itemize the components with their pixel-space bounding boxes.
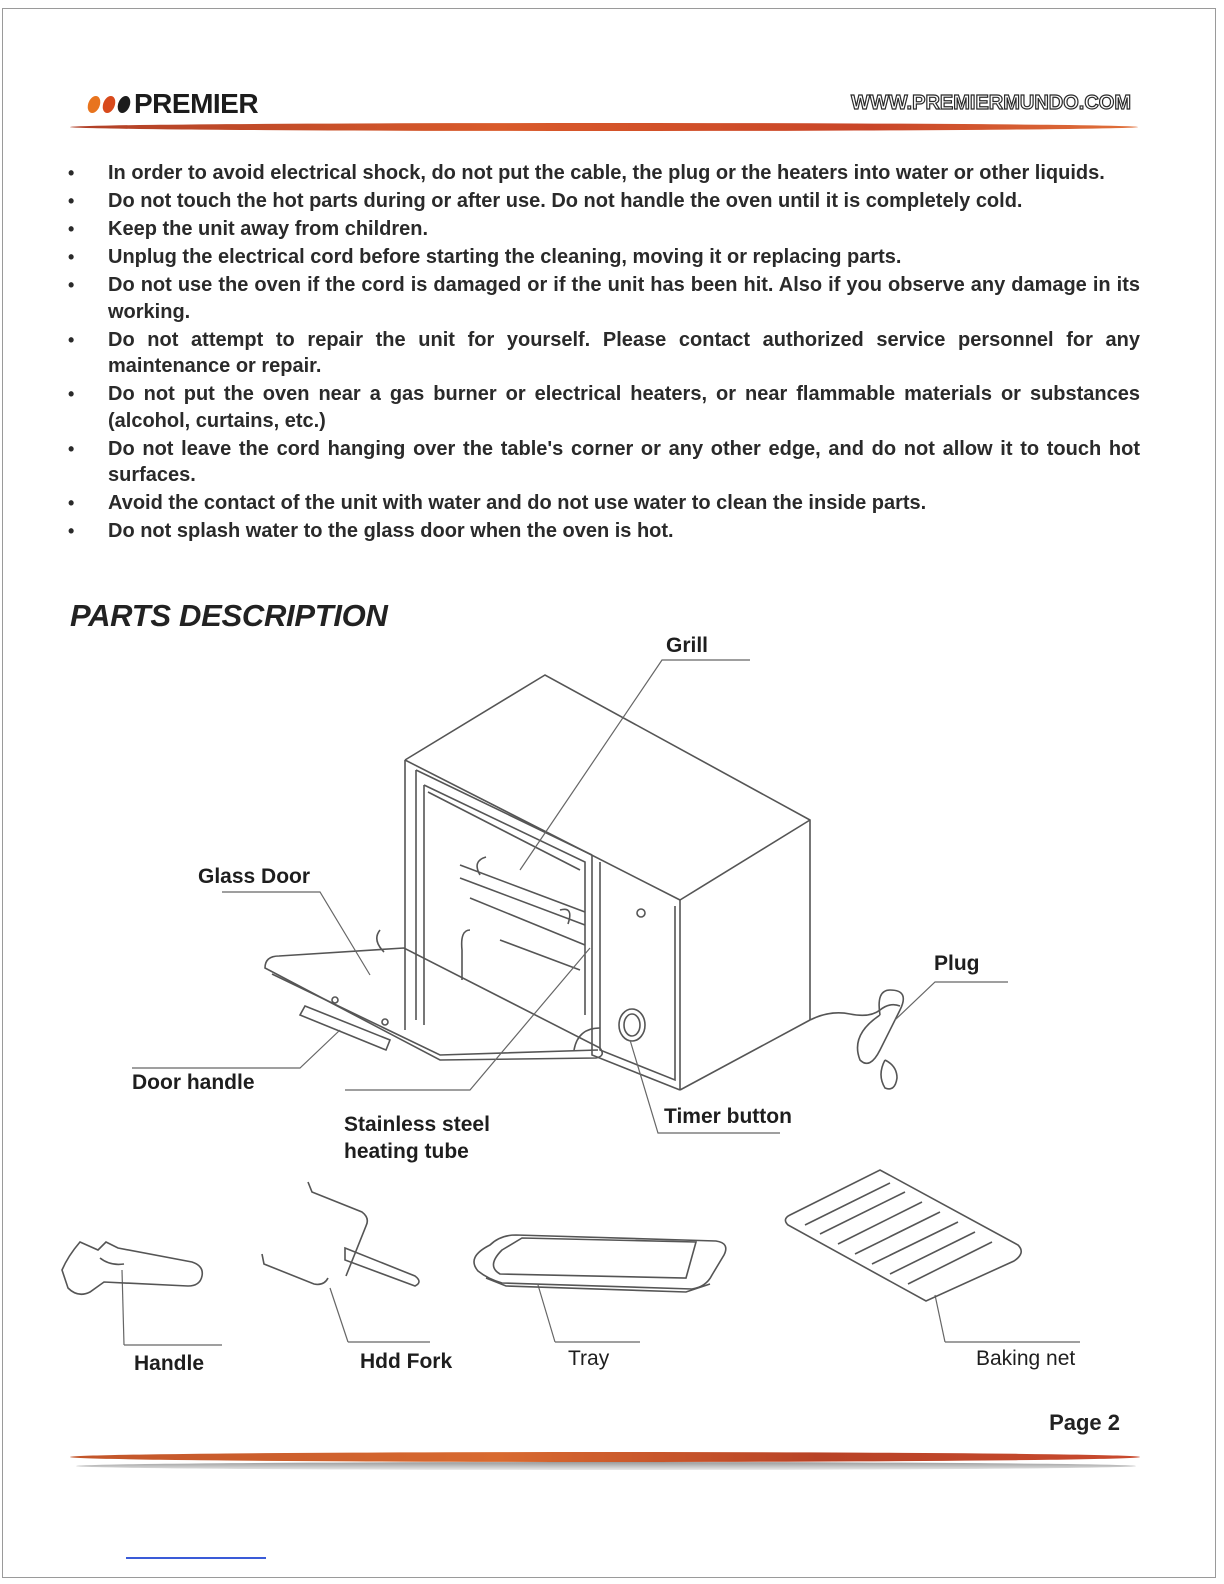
list-item: Unplug the electrical cord before starti… bbox=[68, 244, 1140, 271]
list-item: Avoid the contact of the unit with water… bbox=[68, 490, 1140, 517]
premier-logo: PREMIER bbox=[86, 88, 259, 120]
parts-diagram: Grill Glass Door Plug Door handle Stainl… bbox=[0, 630, 1224, 1390]
page-number: Page 2 bbox=[1049, 1410, 1120, 1435]
tray-accessory bbox=[473, 1234, 727, 1293]
oven-illustration bbox=[61, 659, 1080, 1346]
list-item: Do not touch the hot parts during or aft… bbox=[68, 188, 1140, 215]
oven-door bbox=[264, 929, 604, 1061]
fork-accessory bbox=[261, 1181, 420, 1287]
label-grill: Grill bbox=[666, 634, 709, 657]
list-item: Do not attempt to repair the unit for yo… bbox=[68, 327, 1140, 380]
label-door-handle: Door handle bbox=[132, 1071, 255, 1094]
label-glass-door: Glass Door bbox=[198, 865, 311, 888]
label-handle: Handle bbox=[134, 1352, 205, 1375]
label-plug: Plug bbox=[934, 952, 980, 975]
footer-rule bbox=[70, 1452, 1140, 1462]
list-item: In order to avoid electrical shock, do n… bbox=[68, 160, 1140, 187]
label-tray: Tray bbox=[568, 1347, 610, 1370]
label-baking-net: Baking net bbox=[976, 1347, 1076, 1370]
handle-accessory bbox=[61, 1241, 204, 1296]
list-item: Do not splash water to the glass door wh… bbox=[68, 518, 1140, 545]
brand-name: PREMIER bbox=[134, 88, 259, 119]
list-item: Do not leave the cord hanging over the t… bbox=[68, 436, 1140, 489]
label-fork: Hdd Fork bbox=[360, 1350, 453, 1373]
list-item: Do not put the oven near a gas burner or… bbox=[68, 381, 1140, 434]
safety-rules-list: In order to avoid electrical shock, do n… bbox=[68, 160, 1140, 546]
footer-rule-shadow bbox=[76, 1462, 1136, 1470]
website-url[interactable]: WWW.PREMIERMUNDO.COM bbox=[850, 91, 1131, 114]
page-border bbox=[2, 8, 1216, 1578]
list-item: Do not use the oven if the cord is damag… bbox=[68, 272, 1140, 325]
label-heating-tube-1: Stainless steel bbox=[344, 1113, 490, 1136]
plug-cord bbox=[809, 989, 905, 1090]
oven-body bbox=[404, 674, 811, 1091]
label-heating-tube-2: heating tube bbox=[344, 1140, 469, 1163]
label-timer-button: Timer button bbox=[664, 1105, 792, 1128]
list-item: Keep the unit away from children. bbox=[68, 216, 1140, 243]
footer-link-underline bbox=[126, 1557, 266, 1559]
logo-dots-icon bbox=[86, 95, 132, 113]
leader-lines bbox=[121, 659, 1080, 1346]
header-rule bbox=[70, 123, 1138, 131]
baking-net-accessory bbox=[784, 1169, 1022, 1302]
section-title: PARTS DESCRIPTION bbox=[70, 598, 388, 633]
